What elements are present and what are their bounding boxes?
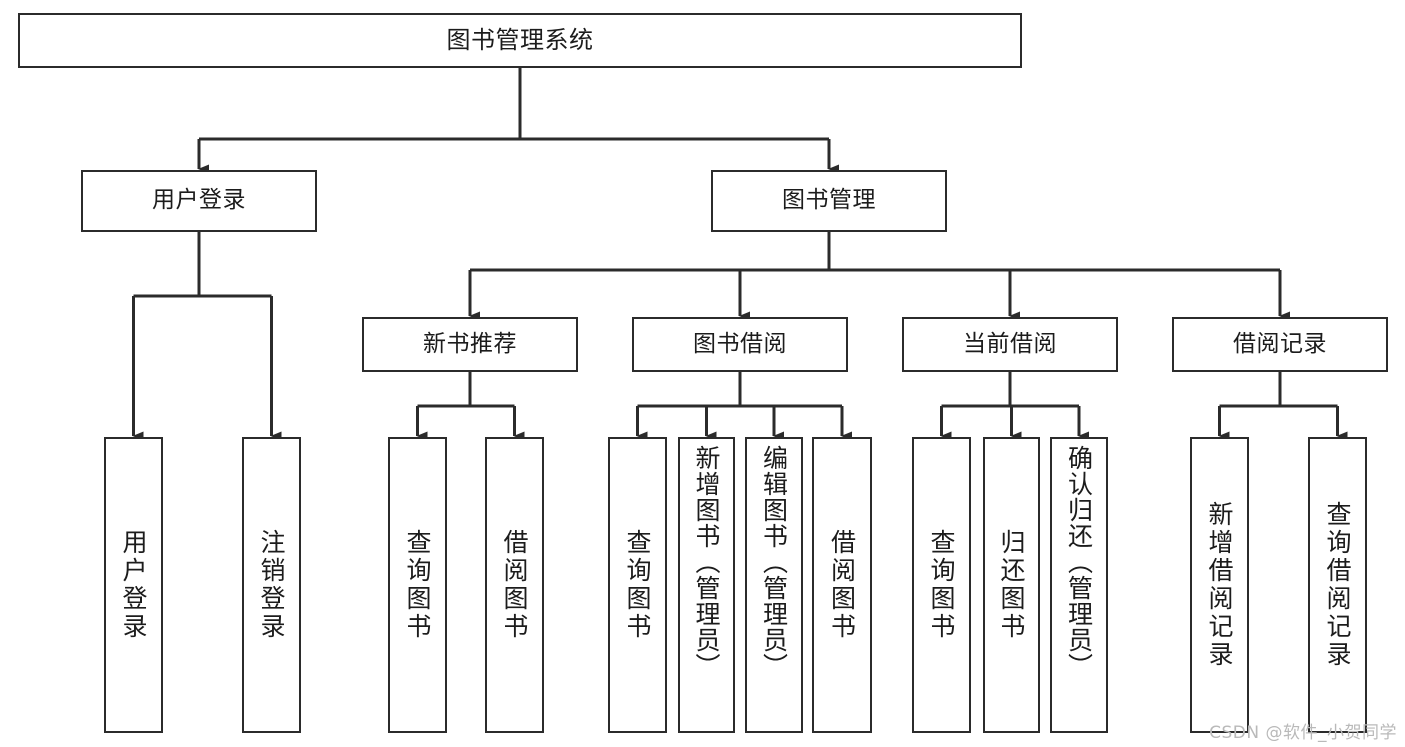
node-label: 归还图书 [997,529,1026,641]
node-l_bo_add[interactable]: 新增图书（管理员） [678,437,735,733]
node-label: 借阅图书 [500,529,529,641]
node-label: 图书管理 [782,187,876,214]
node-label: 注销登录 [257,529,286,641]
node-label: 图书管理系统 [446,26,594,55]
node-label: 新增图书（管理员） [692,445,721,679]
node-l_bo_query[interactable]: 查询图书 [608,437,667,733]
node-bookmgmt[interactable]: 图书管理 [711,170,947,232]
node-label: 编辑图书（管理员） [759,445,789,679]
node-l_cu_confirm[interactable]: 确认归还（管理员） [1050,437,1108,733]
node-l_nb_query[interactable]: 查询图书 [388,437,447,733]
node-l_bo_edit[interactable]: 编辑图书（管理员） [745,437,803,733]
node-label: 查询图书 [403,529,432,641]
node-l_re_add[interactable]: 新增借阅记录 [1190,437,1249,733]
node-label: 确认归还（管理员） [1064,445,1094,679]
node-l_cu_return[interactable]: 归还图书 [983,437,1040,733]
node-records[interactable]: 借阅记录 [1172,317,1388,372]
node-label: 新书推荐 [423,330,517,357]
node-label: 新增借阅记录 [1205,501,1234,669]
node-l_bo_borrow[interactable]: 借阅图书 [812,437,872,733]
node-label: 借阅记录 [1233,330,1327,357]
node-newbook[interactable]: 新书推荐 [362,317,578,372]
node-l_re_query[interactable]: 查询借阅记录 [1308,437,1367,733]
node-l_logout[interactable]: 注销登录 [242,437,301,733]
node-label: 当前借阅 [963,330,1057,357]
node-root[interactable]: 图书管理系统 [18,13,1022,68]
node-l_login[interactable]: 用户登录 [104,437,163,733]
node-l_cu_query[interactable]: 查询图书 [912,437,971,733]
node-label: 用户登录 [152,187,246,214]
node-current[interactable]: 当前借阅 [902,317,1118,372]
node-label: 查询图书 [927,529,956,641]
node-login[interactable]: 用户登录 [81,170,317,232]
csdn-watermark: CSDN @软件_小贺同学 [1209,723,1397,743]
node-borrow[interactable]: 图书借阅 [632,317,848,372]
node-label: 查询借阅记录 [1323,501,1352,669]
node-label: 查询图书 [623,529,652,641]
node-label: 图书借阅 [693,330,787,357]
node-label: 用户登录 [119,529,148,641]
node-label: 借阅图书 [827,529,857,641]
node-l_nb_borrow[interactable]: 借阅图书 [485,437,544,733]
